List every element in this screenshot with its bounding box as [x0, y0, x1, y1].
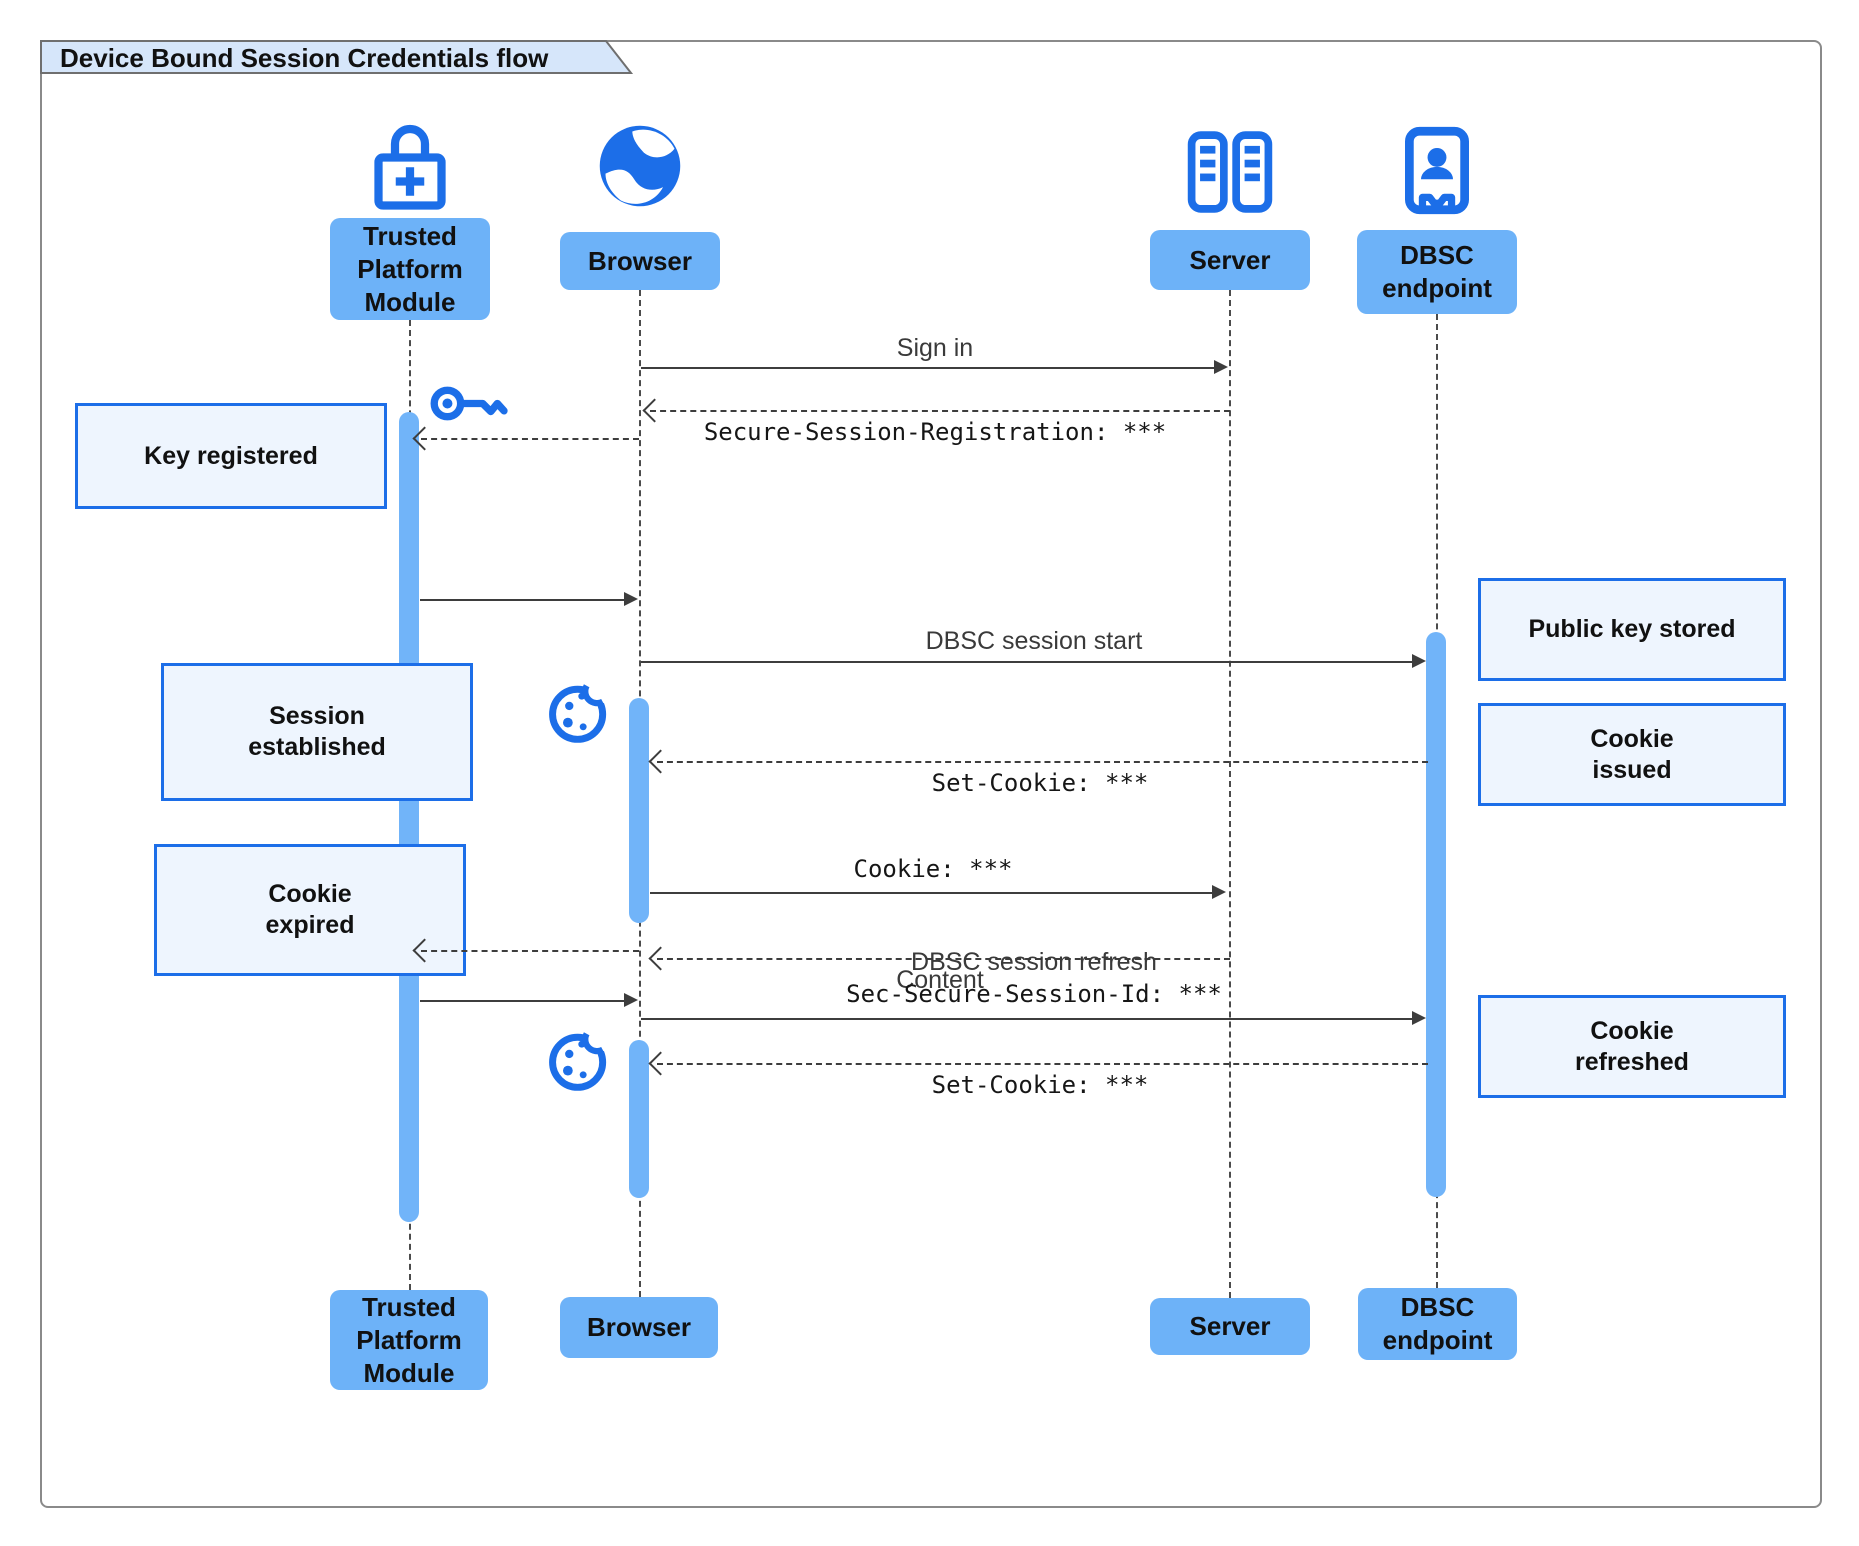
message-line-key-to-tpm [421, 438, 639, 440]
message-label-set-cookie-1: Set-Cookie: *** [931, 769, 1149, 797]
message-line-content [657, 958, 1230, 960]
participant-tpm-bottom: Trusted Platform Module [330, 1290, 488, 1390]
note-public-key-stored-text: Public key stored [1528, 615, 1736, 643]
message-label-sec-secure-session-id: Sec-Secure-Session-Id: *** [846, 980, 1222, 1008]
note-cookie-refreshed-text: Cookie refreshed [1575, 1016, 1689, 1076]
message-line-set-cookie-2 [657, 1063, 1428, 1065]
message-label-dbsc-session-refresh: DBSC session refresh [911, 948, 1157, 976]
message-label-dbsc-session-start: DBSC session start [925, 627, 1143, 655]
message-line-dbsc-session-start [641, 661, 1414, 663]
participant-tpm-label: Trusted Platform Module [357, 220, 463, 317]
note-session-established: Session established [161, 663, 473, 801]
message-label-set-cookie-2: Set-Cookie: *** [931, 1071, 1149, 1099]
arrowhead-tpm-to-browser-2 [624, 993, 638, 1007]
lifeline-server [1229, 290, 1231, 1298]
participant-dbsc-bottom: DBSC endpoint [1358, 1288, 1517, 1360]
participant-browser-label: Browser [586, 1312, 692, 1342]
cookie-icon [549, 1028, 609, 1091]
note-public-key-stored: Public key stored [1478, 578, 1786, 681]
arrowhead-dbsc-session-refresh [1412, 1011, 1426, 1025]
participant-tpm-label: Trusted Platform Module [356, 1291, 462, 1388]
participant-dbsc-label: DBSC endpoint [1382, 1292, 1493, 1355]
note-key-registered: Key registered [75, 403, 387, 509]
participant-tpm-top: Trusted Platform Module [330, 218, 490, 320]
participant-server-top: Server [1150, 230, 1310, 290]
note-cookie-expired: Cookie expired [154, 844, 466, 976]
arrowhead-cookie [1212, 885, 1226, 899]
dbsc-endpoint-person-badge-icon [1405, 126, 1469, 215]
message-line-dbsc-session-refresh [641, 1018, 1414, 1020]
tpm-activation-bar [399, 412, 419, 1222]
note-cookie-refreshed: Cookie refreshed [1478, 995, 1786, 1098]
browser-globe-icon [599, 125, 681, 207]
participant-dbsc-label: DBSC endpoint [1382, 240, 1492, 303]
note-cookie-expired-text: Cookie expired [265, 880, 355, 939]
message-label-sign-in: Sign in [896, 334, 974, 362]
participant-server-label: Server [1189, 1311, 1271, 1341]
diagram-title: Device Bound Session Credentials flow [60, 43, 549, 73]
browser-activation-bar-1 [629, 698, 649, 923]
arrowhead-tpm-to-browser-1 [624, 592, 638, 606]
browser-activation-bar-2 [629, 1040, 649, 1198]
note-key-registered-text: Key registered [144, 441, 318, 470]
message-line-tpm-to-browser-1 [420, 599, 624, 601]
participant-browser-label: Browser [587, 245, 693, 276]
participant-server-label: Server [1189, 244, 1271, 275]
message-label-cookie: Cookie: *** [853, 855, 1013, 883]
title-tab-shape [40, 40, 634, 74]
participant-server-bottom: Server [1150, 1298, 1310, 1355]
arrowhead-dbsc-session-start [1412, 654, 1426, 668]
message-line-sign-in [641, 367, 1216, 369]
note-session-established-text: Session established [248, 702, 386, 761]
message-label-content: Content [896, 966, 984, 994]
message-line-refresh-to-tpm [421, 950, 639, 952]
participant-browser-top: Browser [560, 232, 720, 290]
message-line-cookie [650, 892, 1214, 894]
key-icon [430, 386, 508, 421]
participant-dbsc-top: DBSC endpoint [1357, 230, 1517, 314]
dbsc-activation-bar [1426, 632, 1446, 1197]
message-label-session-registration: Secure-Session-Registration: *** [703, 418, 1167, 446]
arrowhead-sign-in [1214, 360, 1228, 374]
message-line-session-registration [650, 410, 1230, 412]
message-line-tpm-to-browser-2 [420, 1000, 624, 1002]
message-line-set-cookie-1 [657, 761, 1428, 763]
diagram-frame [40, 40, 1822, 1508]
note-cookie-issued-text: Cookie issued [1590, 724, 1674, 784]
cookie-icon [549, 680, 609, 743]
server-racks-icon [1187, 131, 1273, 213]
participant-browser-bottom: Browser [560, 1297, 718, 1358]
tpm-lock-plus-icon [374, 124, 446, 210]
note-cookie-issued: Cookie issued [1478, 703, 1786, 806]
